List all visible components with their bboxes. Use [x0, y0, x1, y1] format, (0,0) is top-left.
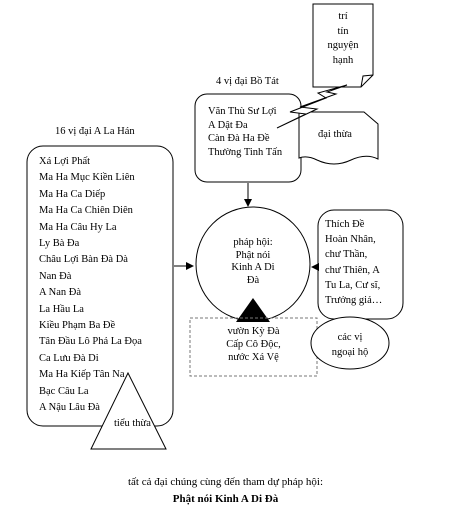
virtue-word: trí [338, 11, 348, 22]
caption-title: Phật nói Kinh A Di Đà [172, 493, 279, 505]
assembly-line: Đà [246, 274, 260, 286]
arhat-name: Xá Lợi Phất [39, 156, 91, 167]
arhat-name: Ma Ha Mục Kiền Liên [39, 172, 135, 184]
outsider-name: Thích Đề [325, 219, 365, 230]
arhat-name: Kiều Phạm Ba Đề [39, 320, 116, 331]
arhat-name: Châu Lợi Bàn Đà Dà [39, 254, 128, 266]
arhat-name: Tân Đầu Lô Phả La Đọa [39, 336, 142, 348]
bodhisattva-name: Thường Tinh Tấn [208, 146, 283, 158]
lightning-bolt-icon [276, 84, 348, 129]
bodhisattva-name: Càn Đà Ha Đề [208, 133, 270, 145]
outsiders-label-line: ngoại hộ [331, 346, 369, 358]
place-line: Cấp Cô Độc, [226, 338, 281, 350]
outsiders-label-line: các vị [337, 332, 363, 343]
outsider-name: Hoàn Nhân, [325, 234, 376, 246]
arhat-name: A Nan Đà [39, 287, 81, 299]
arhat-name: Ma Ha Ca Chiên Diên [39, 205, 133, 217]
outsider-name: Tu La, Cư sĩ, [325, 279, 381, 291]
bodhisattvas-title: 4 vị đại Bồ Tát [216, 76, 279, 87]
virtues-note [312, 3, 374, 88]
arhat-name: Ma Ha Câu Hy La [39, 221, 117, 233]
arhat-name: Ca Lưu Đà Di [39, 352, 99, 364]
outsider-name: Trưởng giả… [325, 295, 383, 306]
outsiders-ellipse [310, 316, 390, 370]
arhat-name: A Nậu Lâu Đà [39, 402, 100, 413]
caption-line-2: Phật nói Kinh A Di Đà [0, 493, 451, 505]
virtue-word: tín [337, 25, 349, 37]
mahayana-label: đại thừa [318, 129, 352, 140]
assembly-line: Kinh A Di [231, 262, 275, 273]
arhat-name: Ma Ha Kiếp Tân Na [39, 369, 125, 381]
outsider-name: chư Thần, [325, 249, 368, 261]
hinayana-label: tiểu thừa [114, 418, 151, 429]
arhat-name: Bạc Câu La [39, 385, 89, 397]
arhat-name: Ma Ha Ca Diếp [39, 188, 106, 200]
bodhisattva-name: Văn Thù Sư Lợi [208, 106, 277, 117]
arhat-name: La Hầu La [39, 303, 84, 315]
assembly-line: Phật nói [235, 249, 271, 261]
buddha-seat-triangle [236, 298, 270, 322]
caption-line-1: tất cả đại chúng cùng đến tham dự pháp h… [127, 476, 324, 488]
arhat-name: Nan Đà [39, 270, 72, 282]
arhats-title: 16 vị đại A La Hán [55, 126, 135, 137]
hinayana-triangle [90, 371, 167, 450]
virtue-word: nguyện [327, 40, 359, 51]
assembly-line: pháp hội: [233, 237, 273, 248]
arhats-box [26, 145, 174, 427]
mahayana-box [298, 111, 379, 165]
outsider-name: chư Thiên, A [325, 264, 380, 276]
arhat-name: Ly Bà Đa [39, 238, 80, 249]
place-line: nước Xá Vệ [228, 351, 279, 363]
place-line: vườn Kỳ Đà [227, 326, 280, 337]
bodhisattva-name: A Dật Đa [208, 119, 248, 131]
virtue-word: hạnh [332, 54, 354, 66]
